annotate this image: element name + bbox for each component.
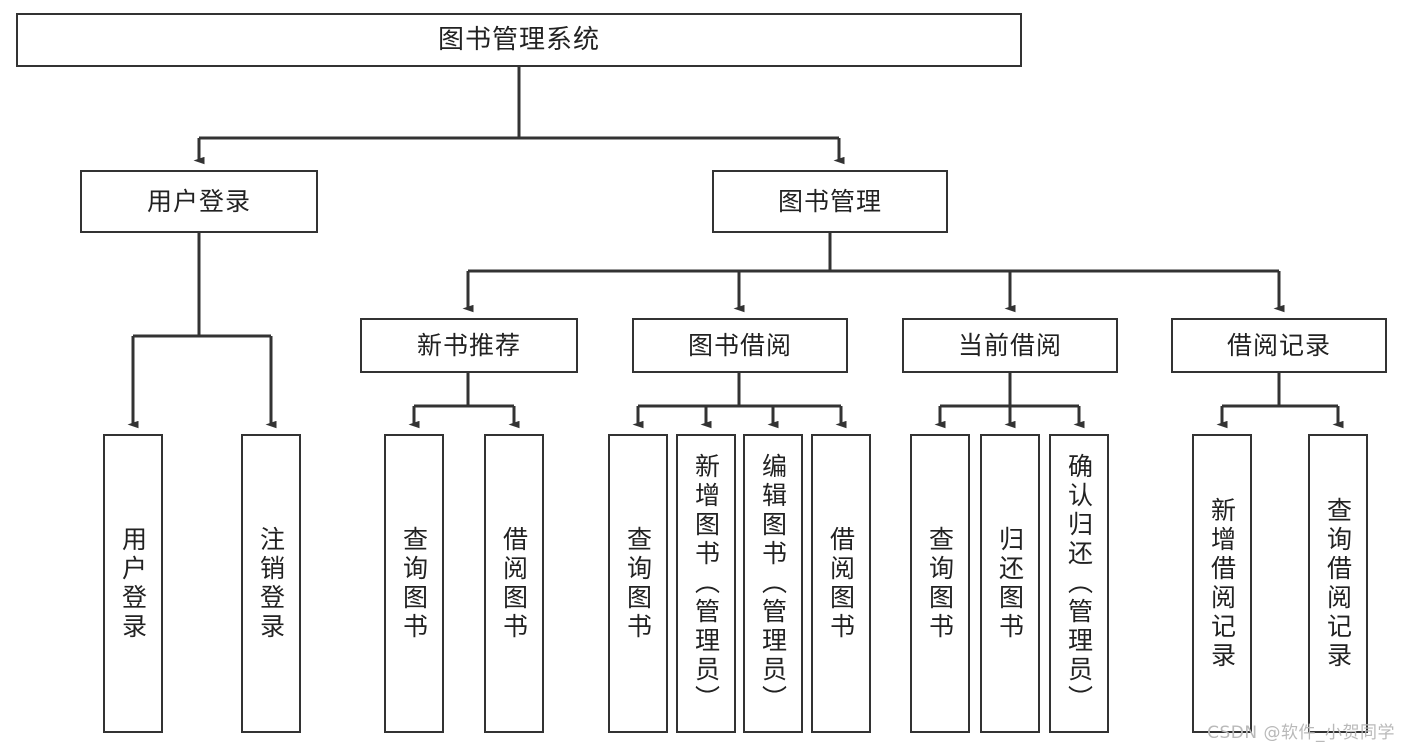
csdn-watermark: CSDN @软件_小贺同学 (1207, 723, 1395, 743)
node-label: 查询图书 (925, 525, 955, 642)
node-label: 借阅图书 (826, 525, 856, 642)
node-book-borrow[interactable]: 图书借阅 (632, 318, 848, 373)
node-label: 查询借阅记录 (1323, 496, 1353, 671)
node-label: 图书管理 (777, 186, 882, 216)
node-label: 查询图书 (623, 525, 653, 642)
node-leaf-user-logout[interactable]: 注销登录 (241, 434, 301, 733)
node-leaf-return-book[interactable]: 归还图书 (980, 434, 1040, 733)
node-leaf-borrow-book[interactable]: 借阅图书 (811, 434, 871, 733)
node-label: 新增借阅记录 (1207, 496, 1237, 671)
node-leaf-query-book-current[interactable]: 查询图书 (910, 434, 970, 733)
node-borrow-record[interactable]: 借阅记录 (1171, 318, 1387, 373)
node-current-borrow[interactable]: 当前借阅 (902, 318, 1118, 373)
node-label: 新书推荐 (416, 330, 521, 360)
node-new-book-recommend[interactable]: 新书推荐 (360, 318, 578, 373)
node-label: 新增图书（管理员） (691, 453, 721, 714)
node-leaf-add-borrow-record[interactable]: 新增借阅记录 (1192, 434, 1252, 733)
node-label: 编辑图书（管理员） (758, 453, 788, 714)
node-leaf-borrow-book-recommend[interactable]: 借阅图书 (484, 434, 544, 733)
node-label: 用户登录 (118, 525, 148, 642)
node-leaf-query-book-recommend[interactable]: 查询图书 (384, 434, 444, 733)
node-label: 查询图书 (399, 525, 429, 642)
node-user-login[interactable]: 用户登录 (80, 170, 318, 233)
node-label: 归还图书 (995, 525, 1025, 642)
node-leaf-edit-book[interactable]: 编辑图书（管理员） (743, 434, 803, 733)
node-label: 用户登录 (146, 186, 251, 216)
node-label: 借阅图书 (499, 525, 529, 642)
node-book-manage[interactable]: 图书管理 (712, 170, 948, 233)
node-label: 注销登录 (256, 525, 286, 642)
node-root-book-management-system[interactable]: 图书管理系统 (16, 13, 1022, 67)
node-label: 确认归还（管理员） (1064, 453, 1094, 714)
node-label: 图书借阅 (687, 330, 792, 360)
node-label: 当前借阅 (957, 330, 1062, 360)
node-label: 借阅记录 (1226, 330, 1331, 360)
node-leaf-confirm-return[interactable]: 确认归还（管理员） (1049, 434, 1109, 733)
node-leaf-user-login[interactable]: 用户登录 (103, 434, 163, 733)
node-leaf-query-borrow-record[interactable]: 查询借阅记录 (1308, 434, 1368, 733)
node-leaf-query-book-borrow[interactable]: 查询图书 (608, 434, 668, 733)
node-label: 图书管理系统 (437, 24, 600, 55)
node-leaf-add-book[interactable]: 新增图书（管理员） (676, 434, 736, 733)
